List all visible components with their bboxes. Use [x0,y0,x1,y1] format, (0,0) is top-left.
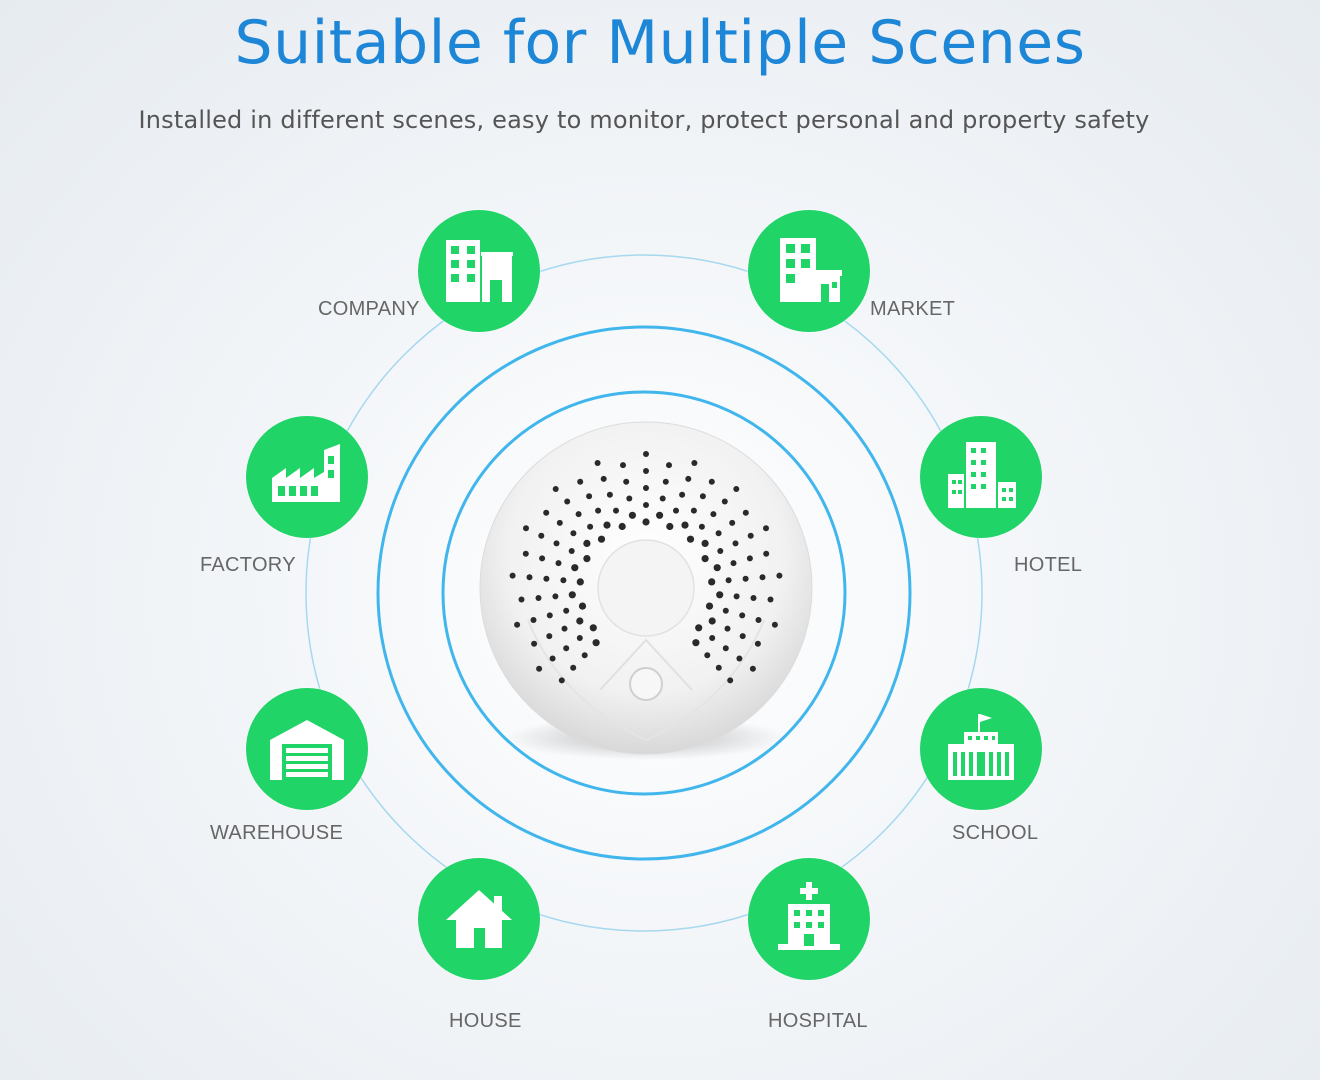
office-buildings-icon [446,240,513,302]
school-icon [948,714,1014,780]
hotel-badge [920,416,1042,538]
company-label: COMPANY [318,298,420,320]
house-icon [446,890,512,948]
factory-label: FACTORY [200,554,296,576]
school-label: SCHOOL [952,822,1039,844]
hospital-icon [778,882,840,950]
hospital-label: HOSPITAL [768,1010,868,1032]
page-title: Suitable for Multiple Scenes [234,8,1086,78]
hotel-buildings-icon [948,442,1016,508]
warehouse-icon [270,720,344,780]
school-badge [920,688,1042,810]
market-label: MARKET [870,298,956,320]
page-subtitle: Installed in different scenes, easy to m… [138,106,1150,134]
hospital-badge [748,858,870,980]
warehouse-label: WAREHOUSE [210,822,344,844]
house-badge [418,858,540,980]
factory-icon [272,444,340,502]
building-with-shop-icon [780,238,842,302]
warehouse-badge [246,688,368,810]
market-badge [748,210,870,332]
company-badge [418,210,540,332]
house-label: HOUSE [449,1010,522,1032]
factory-badge [246,416,368,538]
hotel-label: HOTEL [1014,554,1083,576]
